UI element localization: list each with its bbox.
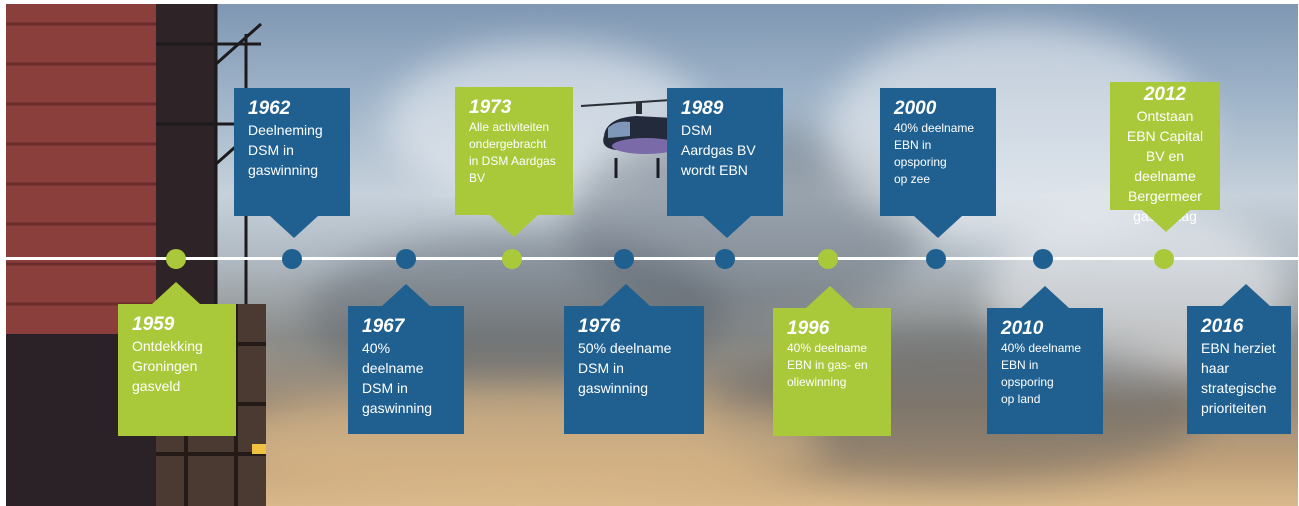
event-year: 1967	[362, 316, 405, 337]
event-pointer-2010	[1021, 286, 1069, 308]
event-description: EBN herziet haar strategische prioriteit…	[1201, 340, 1277, 416]
event-description: 40% deelname EBN in gas- en oliewinning	[787, 341, 868, 389]
event-year: 1959	[132, 314, 175, 335]
event-description: 40% deelname DSM in gaswinning	[362, 340, 433, 416]
event-year: 1973	[469, 97, 512, 118]
timeline-dot-1962	[282, 249, 302, 269]
timeline-dot-1976	[614, 249, 634, 269]
cloud	[226, 384, 826, 504]
event-year: 1962	[248, 98, 291, 119]
event-description: 40% deelname EBN in opsporing op zee	[894, 121, 975, 186]
event-pointer-1989	[703, 216, 751, 238]
timeline-dot-2010	[1033, 249, 1053, 269]
timeline-axis	[6, 257, 1298, 260]
event-year: 2000	[894, 98, 937, 119]
timeline-dot-2012	[1154, 249, 1174, 269]
event-description: 40% deelname EBN in opsporing op land	[1001, 341, 1082, 406]
event-card-1967: 1967 40% deelname DSM in gaswinning	[348, 306, 464, 434]
timeline-dot-1973	[502, 249, 522, 269]
event-pointer-2012	[1142, 210, 1190, 232]
event-year: 2016	[1201, 316, 1244, 337]
event-year: 1996	[787, 318, 830, 339]
event-year: 1989	[681, 98, 724, 119]
event-year: 1976	[578, 316, 621, 337]
event-pointer-1967	[382, 284, 430, 306]
event-description: Ontdekking Groningen gasveld	[132, 338, 203, 394]
event-pointer-2000	[914, 216, 962, 238]
event-pointer-1976	[602, 284, 650, 306]
event-description: Deelneming DSM in gaswinning	[248, 122, 323, 178]
event-pointer-2016	[1222, 284, 1270, 306]
event-pointer-1973	[490, 215, 538, 237]
event-pointer-1996	[806, 286, 854, 308]
timeline-dot-1989	[715, 249, 735, 269]
timeline-dot-1996	[818, 249, 838, 269]
event-description: Alle activiteiten ondergebracht in DSM A…	[469, 120, 556, 185]
event-year: 2012	[1143, 84, 1187, 105]
event-year: 2010	[1001, 318, 1044, 339]
event-description: 50% deelname DSM in gaswinning	[578, 340, 672, 396]
event-card-1976: 1976 50% deelname DSM in gaswinning	[564, 306, 704, 434]
timeline-dot-1967	[396, 249, 416, 269]
timeline-dot-1959	[166, 249, 186, 269]
event-description: Ontstaan EBN Capital BV en deelname Berg…	[1126, 108, 1204, 224]
event-pointer-1962	[270, 216, 318, 238]
event-pointer-1959	[152, 282, 200, 304]
event-description: DSM Aardgas BV wordt EBN	[681, 122, 756, 178]
timeline-dot-2000	[926, 249, 946, 269]
